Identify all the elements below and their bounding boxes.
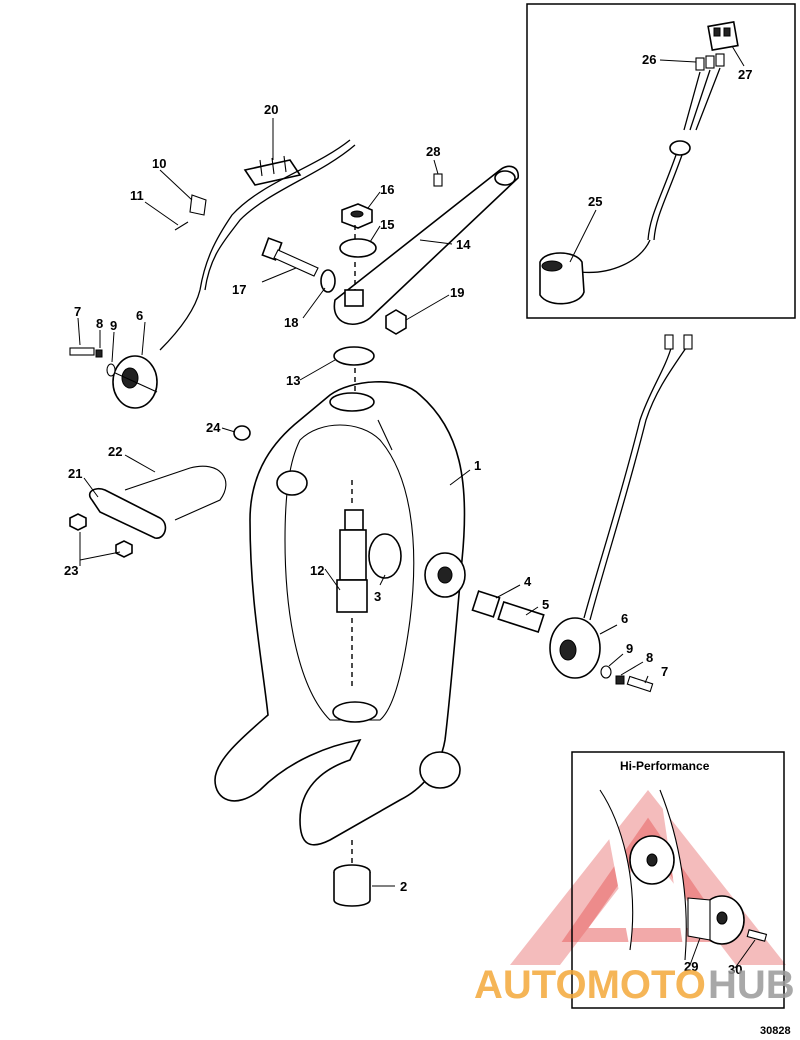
nut-23b [115,540,133,558]
watermark-text-2: HUB [708,963,795,1007]
nut-16 [341,203,373,229]
callout-8-left: 8 [96,316,103,331]
swivel-bracket-1 [214,381,466,846]
watermark-text-1: AUTOMOTO [474,963,706,1007]
bushing-2 [333,864,371,907]
washer-13 [333,346,375,366]
bolt-17 [261,237,319,277]
connector-pins-26 [695,53,725,71]
washer-15 [339,238,377,258]
callout-labels: 1 2 3 4 5 6 6 7 7 8 8 9 9 10 11 12 13 14… [64,52,752,977]
callout-3: 3 [374,589,381,604]
callout-15: 15 [380,217,394,232]
callout-21: 21 [68,466,82,481]
callout-9-right: 9 [626,641,633,656]
washer-8-left [95,349,103,358]
callout-9-left: 9 [110,318,117,333]
callout-29: 29 [684,959,698,974]
callout-26: 26 [642,52,656,67]
inset-title: Hi-Performance [620,759,710,773]
trigger-sensor-25 [539,252,585,305]
pivot-pin-12 [336,509,368,613]
callout-17: 17 [232,282,246,297]
callout-25: 25 [588,194,602,209]
washer-3 [368,533,402,579]
callout-7-left: 7 [74,304,81,319]
stud-5 [497,600,545,634]
screw-28 [433,173,443,187]
figure-number: 30828 [760,1025,791,1037]
washer-8-right [615,675,625,685]
clip-24 [233,425,251,441]
callout-19: 19 [450,285,464,300]
inset-box-sensor [526,3,796,319]
callout-10: 10 [152,156,166,171]
callout-6-right: 6 [621,611,628,626]
callout-13: 13 [286,373,300,388]
bushing-4 [471,590,501,618]
callout-4: 4 [524,574,532,589]
washer-9-left [106,363,116,377]
callout-12: 12 [310,563,324,578]
callout-30: 30 [728,962,742,977]
callout-5: 5 [542,597,549,612]
steering-arm-14 [333,165,520,326]
callout-22: 22 [108,444,122,459]
locknut-19 [385,309,407,335]
callout-27: 27 [738,67,752,82]
inset-box-hi-performance [571,751,785,1009]
callout-18: 18 [284,315,298,330]
plate-21 [88,487,167,539]
connector-plug-27 [707,20,739,52]
callout-14: 14 [456,237,471,252]
callout-24: 24 [206,420,221,435]
trim-sensor-6-left [112,355,158,409]
callout-16: 16 [380,182,394,197]
trim-sensor-6-right [549,617,601,679]
callout-20: 20 [264,102,278,117]
u-bolt-22 [124,465,227,521]
callout-7-right: 7 [661,664,668,679]
leader-lines [77,45,756,969]
wire-clamp-20 [243,155,302,186]
washer-9-right [600,665,612,679]
callout-2: 2 [400,879,407,894]
callout-1: 1 [474,458,481,473]
screw-7-right [626,675,654,693]
callout-6-left: 6 [136,308,143,323]
callout-28: 28 [426,144,440,159]
screw-7-left [69,347,95,356]
callout-8-right: 8 [646,650,653,665]
callout-23: 23 [64,563,78,578]
nut-23a [69,513,87,531]
callout-11: 11 [130,188,144,203]
hi-perf-plate-29 [687,895,745,945]
screw-30 [746,929,768,942]
washer-18 [320,269,336,293]
